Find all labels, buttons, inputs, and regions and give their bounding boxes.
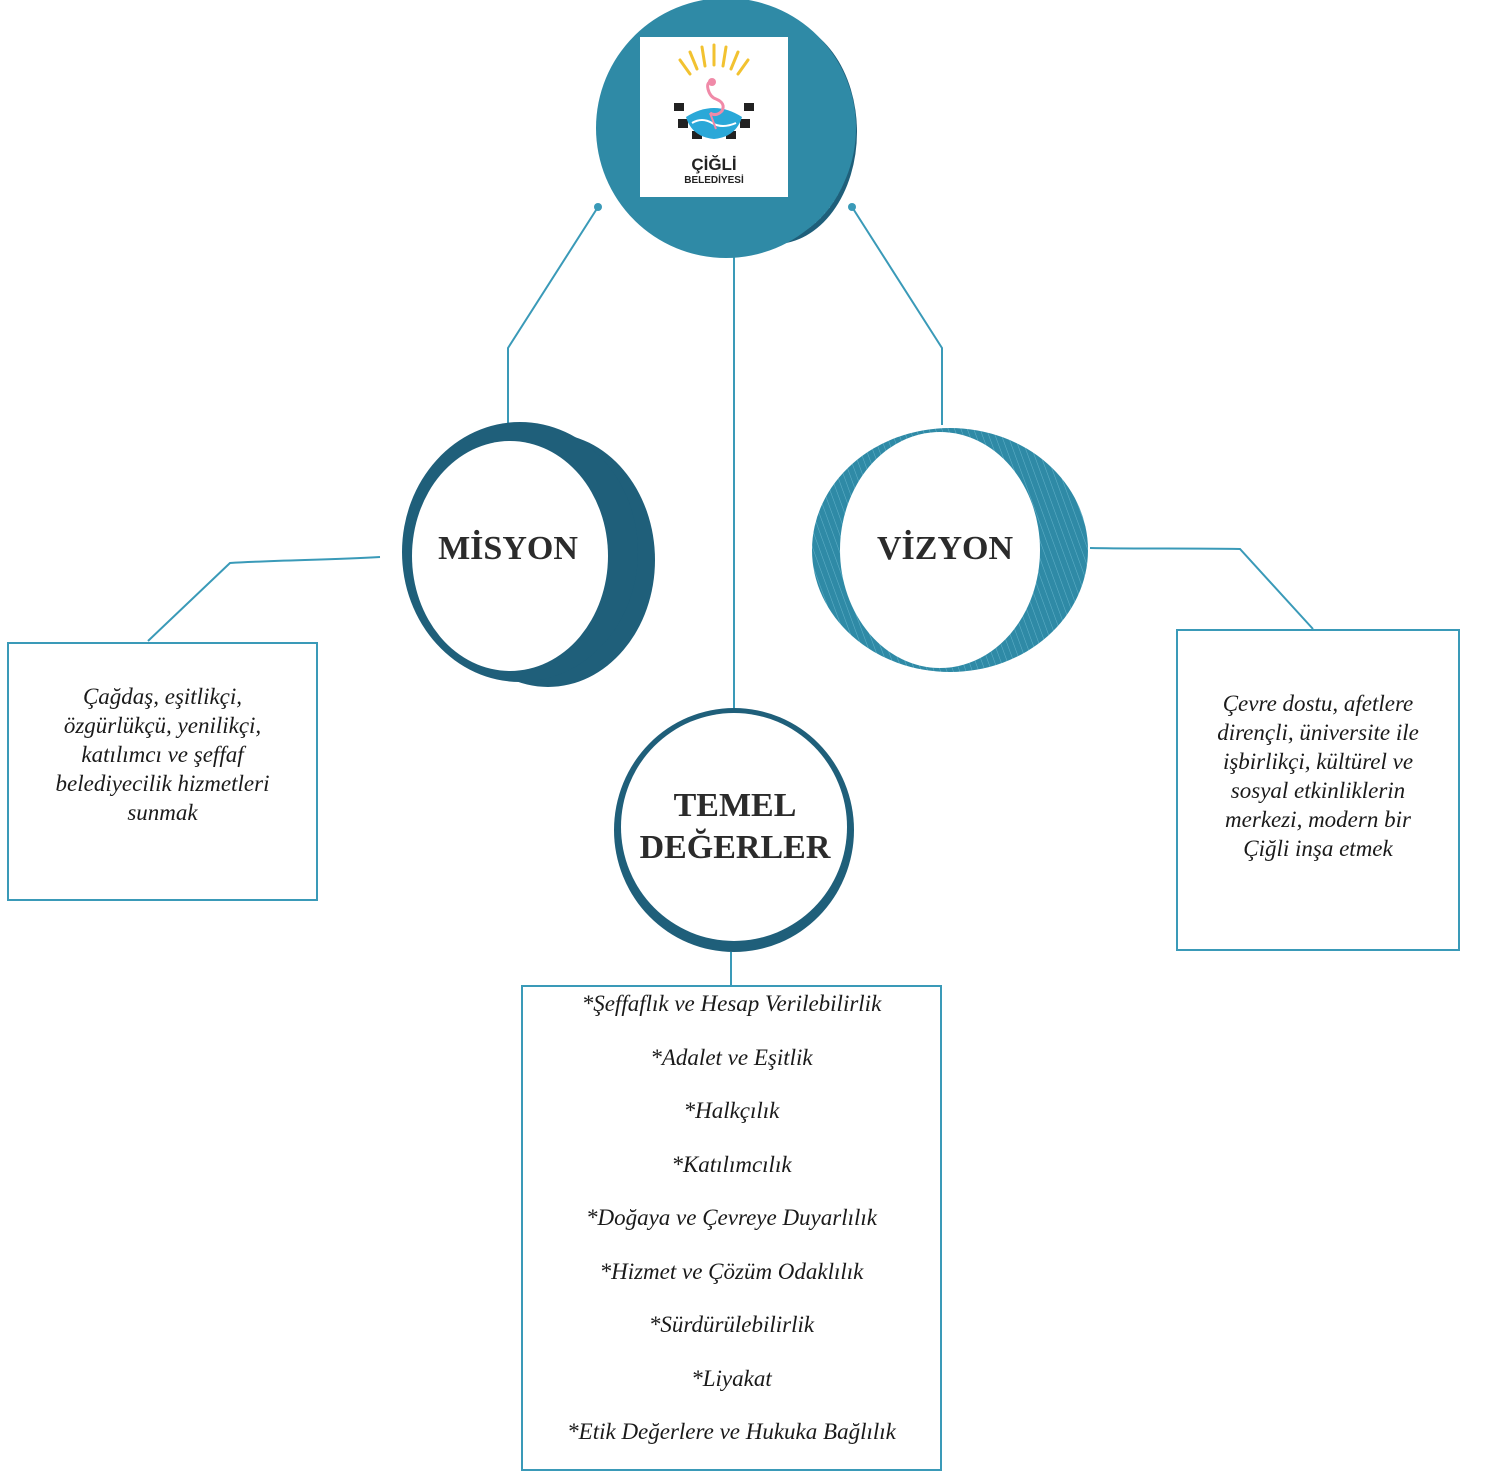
mission-text: Çağdaş, eşitlikçi, özgürlükçü, yenilikçi… xyxy=(55,684,270,825)
connector-mission-to-box xyxy=(147,556,381,642)
connector-top-to-mission xyxy=(507,206,599,425)
values-title: TEMEL DEĞERLER xyxy=(630,785,840,869)
values-title-line1: TEMEL xyxy=(673,787,797,824)
values-list: *Şeffaflık ve Hesap Verilebilirlik *Adal… xyxy=(523,987,940,1469)
values-ring xyxy=(614,708,854,952)
flamingo-emblem-icon xyxy=(674,43,754,139)
vision-ring xyxy=(812,428,1088,672)
connector-lines xyxy=(147,206,1314,985)
values-item: *Sürdürülebilirlik xyxy=(648,1312,815,1337)
values-ring-inner xyxy=(621,713,847,941)
municipality-logo: ÇİĞLİ BELEDİYESİ xyxy=(640,37,788,197)
values-item: *Hizmet ve Çözüm Odaklılık xyxy=(599,1258,864,1284)
logo-subtitle: BELEDİYESİ xyxy=(684,175,744,186)
vision-box: Çevre dostu, afetlere dirençli, üniversi… xyxy=(1176,629,1460,951)
connector-dot xyxy=(848,203,856,211)
mission-title: MİSYON xyxy=(438,530,578,567)
values-item: *Etik Değerlere ve Hukuka Bağlılık xyxy=(567,1419,896,1444)
vision-title: VİZYON xyxy=(876,530,1014,567)
connector-vision-to-box xyxy=(1089,547,1314,630)
values-item: *Katılımcılık xyxy=(671,1151,792,1177)
values-item: *Şeffaflık ve Hesap Verilebilirlik xyxy=(581,991,882,1016)
connector-dot xyxy=(594,203,602,211)
values-item: *Doğaya ve Çevreye Duyarlılık xyxy=(585,1205,877,1230)
vision-text: Çevre dostu, afetlere dirençli, üniversi… xyxy=(1217,691,1419,861)
mission-ring-inner xyxy=(412,441,608,671)
vision-ring-inner xyxy=(840,432,1040,668)
connector-top-to-vision xyxy=(851,206,943,425)
logo-name: ÇİĞLİ xyxy=(691,155,737,174)
values-box: *Şeffaflık ve Hesap Verilebilirlik *Adal… xyxy=(521,985,942,1471)
values-item: *Halkçılık xyxy=(683,1098,780,1123)
values-title-line2: DEĞERLER xyxy=(639,829,831,866)
values-item: *Liyakat xyxy=(691,1365,772,1391)
values-item: *Adalet ve Eşitlik xyxy=(650,1044,813,1070)
mission-ring xyxy=(402,422,655,687)
mission-box: Çağdaş, eşitlikçi, özgürlükçü, yenilikçi… xyxy=(7,642,318,901)
